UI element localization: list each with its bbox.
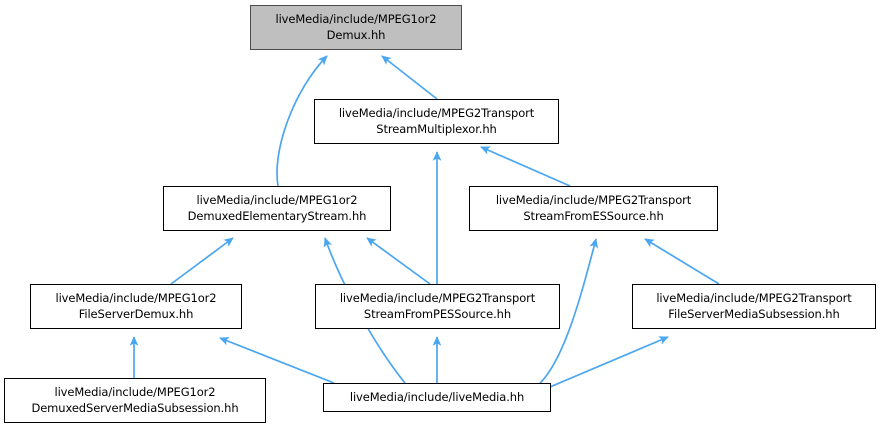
node-label: liveMedia/include/MPEG2Transport StreamF… bbox=[495, 193, 692, 223]
node-pessrc[interactable]: liveMedia/include/MPEG2Transport StreamF… bbox=[315, 284, 560, 329]
node-label: liveMedia/include/MPEG1or2 DemuxedServer… bbox=[31, 385, 239, 415]
edge-lm-to-fsd bbox=[219, 337, 335, 384]
node-label: liveMedia/include/MPEG2Transport FileSer… bbox=[656, 291, 852, 321]
node-label: liveMedia/include/MPEG1or2 DemuxedElemen… bbox=[187, 193, 367, 223]
node-fsd[interactable]: liveMedia/include/MPEG1or2 FileServerDem… bbox=[30, 284, 242, 329]
edge-fsd-to-des bbox=[170, 237, 234, 285]
node-dsms[interactable]: liveMedia/include/MPEG1or2 DemuxedServer… bbox=[4, 378, 266, 423]
node-label: liveMedia/include/MPEG2Transport StreamF… bbox=[339, 291, 536, 321]
node-demux: liveMedia/include/MPEG1or2 Demux.hh bbox=[250, 5, 462, 50]
node-label: liveMedia/include/MPEG2Transport StreamM… bbox=[338, 106, 535, 136]
node-lm[interactable]: liveMedia/include/liveMedia.hh bbox=[323, 383, 551, 412]
node-tsmux[interactable]: liveMedia/include/MPEG2Transport StreamM… bbox=[314, 99, 559, 144]
edge-des-to-demux bbox=[276, 55, 328, 187]
edge-lm-to-tsfsms bbox=[530, 336, 669, 396]
node-label: liveMedia/include/MPEG1or2 FileServerDem… bbox=[55, 291, 217, 321]
node-label: liveMedia/include/MPEG1or2 Demux.hh bbox=[275, 12, 437, 42]
node-esrc[interactable]: liveMedia/include/MPEG2Transport StreamF… bbox=[469, 186, 718, 231]
node-label: liveMedia/include/liveMedia.hh bbox=[349, 389, 525, 404]
node-des[interactable]: liveMedia/include/MPEG1or2 DemuxedElemen… bbox=[163, 186, 391, 231]
node-tsfsms[interactable]: liveMedia/include/MPEG2Transport FileSer… bbox=[632, 284, 876, 329]
edge-tsmux-to-demux bbox=[381, 55, 438, 100]
edge-pessrc-to-des bbox=[366, 237, 431, 285]
edge-esrc-to-tsmux bbox=[480, 146, 571, 187]
edge-tsfsms-to-esrc bbox=[644, 238, 720, 285]
